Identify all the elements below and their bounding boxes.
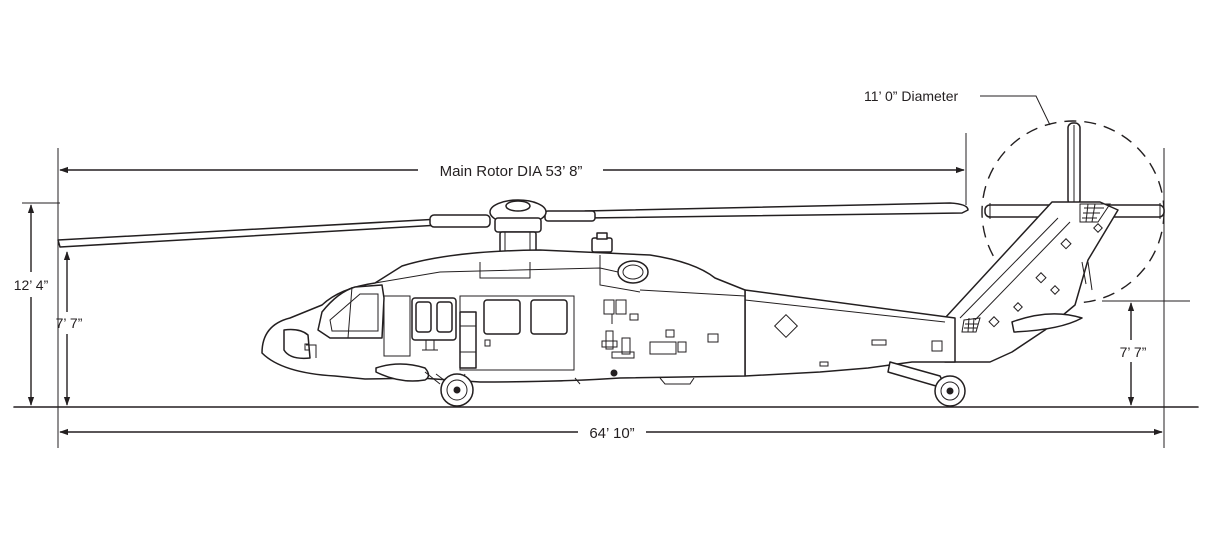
cockpit-windows bbox=[317, 284, 385, 339]
horizontal-stabilizer bbox=[1011, 313, 1083, 333]
extension-lines bbox=[22, 133, 1190, 448]
cockpit-door bbox=[383, 295, 411, 357]
main-rotor-dimension: Main Rotor DIA 53’ 8” bbox=[59, 163, 965, 180]
overall-length-dimension: 64’ 10” bbox=[59, 425, 1163, 442]
hub-height-rear-dimension: 7’ 7” bbox=[1120, 302, 1147, 406]
tail-boom bbox=[744, 289, 956, 377]
helicopter-drawing bbox=[57, 122, 1165, 407]
main-rotor-label: Main Rotor DIA 53’ 8” bbox=[440, 163, 583, 180]
hub-height-front-label: 7’ 7” bbox=[56, 315, 83, 331]
hub-height-rear-label: 7’ 7” bbox=[1120, 344, 1147, 360]
main-rotor bbox=[57, 199, 969, 253]
overall-height-dimension: 12’ 4” bbox=[14, 204, 49, 406]
tail-pylon bbox=[944, 201, 1119, 363]
fuselage-details bbox=[422, 223, 1103, 377]
overall-length-label: 64’ 10” bbox=[589, 425, 634, 442]
tail-landing-gear bbox=[887, 361, 966, 407]
hub-height-front-dimension: 7’ 7” bbox=[56, 251, 83, 406]
grille-panels bbox=[961, 203, 1111, 333]
tail-rotor-callout: 11’ 0” Diameter bbox=[864, 88, 1051, 126]
tail-rotor-label: 11’ 0” Diameter bbox=[864, 88, 958, 104]
main-landing-gear bbox=[435, 373, 474, 407]
overall-height-label: 12’ 4” bbox=[14, 277, 49, 293]
